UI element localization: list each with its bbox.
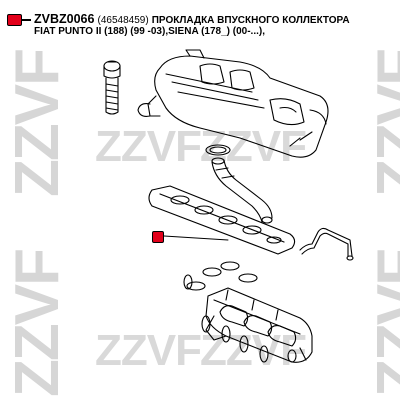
valve-cover-part xyxy=(137,49,329,158)
lower-seal-set-part xyxy=(201,315,297,363)
breather-hose-part xyxy=(211,157,273,224)
oem-part-number: (46548459) xyxy=(97,15,149,26)
watermark-right-middle-lower: ZZVF xyxy=(200,326,307,375)
part-header: ZVBZ0066 (46548459) ПРОКЛАДКА ВПУСКНОГО … xyxy=(0,0,400,42)
manifold-gasket-part xyxy=(148,185,296,255)
gasket-callout-marker xyxy=(152,231,164,243)
part-marker-icon xyxy=(7,14,22,26)
watermark-middle-lower: ZZVF xyxy=(95,326,202,375)
part-description: ПРОКЛАДКА ВПУСКНОГО КОЛЛЕКТОРА xyxy=(151,15,350,26)
part-code: ZVBZ0066 xyxy=(34,12,95,26)
bolt-part xyxy=(103,60,121,115)
dipstick-tube-part xyxy=(299,227,354,261)
part-applicability: FIAT PUNTO II (188) (99 -03),SIENA (178_… xyxy=(34,26,265,37)
header-line-1: ZVBZ0066 (46548459) ПРОКЛАДКА ВПУСКНОГО … xyxy=(34,12,396,26)
intake-manifold-part xyxy=(205,287,313,363)
callout-leader-line xyxy=(163,235,229,241)
o-ring-part xyxy=(205,144,231,156)
watermark-middle-upper: ZZVF xyxy=(95,122,202,171)
marker-dash xyxy=(22,19,31,21)
o-ring-set-part xyxy=(183,261,258,291)
